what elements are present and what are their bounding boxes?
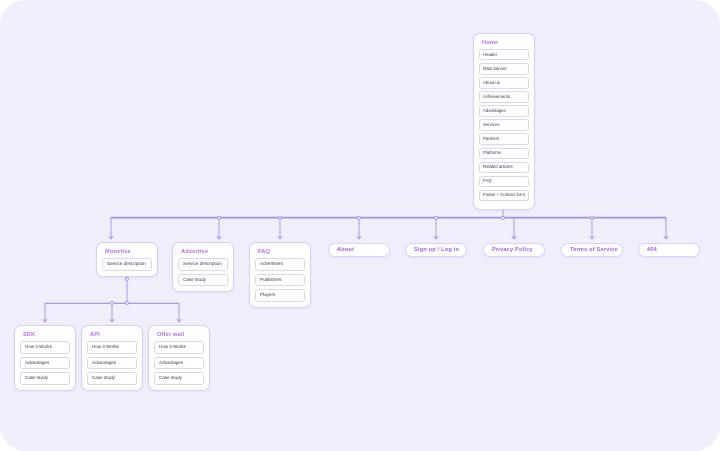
node-signup-login-label: Sign up / Log in bbox=[414, 247, 460, 253]
node-monetise-title: Monetise bbox=[105, 249, 131, 255]
list-item[interactable]: Services bbox=[479, 119, 529, 131]
node-monetise[interactable]: Monetise Service description bbox=[96, 242, 158, 277]
node-advertise-title: Advertise bbox=[181, 249, 209, 255]
node-api[interactable]: API How it Works Advantages Case study bbox=[81, 325, 143, 391]
list-item[interactable]: Achievements bbox=[479, 91, 529, 103]
node-home-title: Home bbox=[482, 40, 499, 46]
list-item[interactable]: Publishers bbox=[255, 273, 305, 287]
node-terms-of-service[interactable]: Terms of Service bbox=[561, 243, 623, 257]
list-item[interactable]: FAQ bbox=[479, 175, 529, 188]
node-offer-wall[interactable]: Offer wall How it Works Advantages Case … bbox=[148, 325, 210, 391]
node-signup-login[interactable]: Sign up / Log in bbox=[405, 243, 467, 257]
list-item[interactable]: Advertisers bbox=[255, 258, 305, 271]
node-404-label: 404 bbox=[647, 247, 657, 253]
node-home[interactable]: Home Header Main banner About us Achieve… bbox=[473, 33, 535, 210]
list-item[interactable]: Advantages bbox=[20, 356, 70, 370]
list-item[interactable]: About us bbox=[479, 77, 529, 89]
list-item[interactable]: Service description bbox=[102, 258, 152, 271]
list-item[interactable]: Case study bbox=[154, 372, 204, 385]
list-item[interactable]: Service description bbox=[178, 258, 228, 271]
list-item[interactable]: Advantages bbox=[154, 356, 204, 370]
list-item[interactable]: Footer + Contact form bbox=[479, 189, 529, 202]
node-terms-of-service-label: Terms of Service bbox=[570, 247, 618, 253]
list-item[interactable]: Main banner bbox=[479, 63, 529, 75]
list-item[interactable]: Case study bbox=[87, 372, 137, 385]
list-item[interactable]: Partners bbox=[479, 133, 529, 145]
list-item[interactable]: Advantages bbox=[87, 356, 137, 370]
node-404[interactable]: 404 bbox=[638, 243, 700, 257]
list-item[interactable]: Case study bbox=[178, 273, 228, 287]
node-about-label: About bbox=[337, 247, 355, 253]
list-item[interactable]: How it Works bbox=[20, 341, 70, 354]
node-faq[interactable]: FAQ Advertisers Publishers Players bbox=[249, 242, 311, 308]
list-item[interactable]: Platforms bbox=[479, 147, 529, 160]
node-faq-title: FAQ bbox=[258, 249, 271, 255]
list-item[interactable]: Players bbox=[255, 289, 305, 302]
node-privacy-policy[interactable]: Privacy Policy bbox=[483, 243, 545, 257]
node-sdk-title: SDK bbox=[23, 332, 36, 338]
list-item[interactable]: Advantages bbox=[479, 105, 529, 117]
node-sdk[interactable]: SDK How it Works Advantages Case study bbox=[14, 325, 76, 391]
list-item[interactable]: Header bbox=[479, 49, 529, 61]
node-advertise[interactable]: Advertise Service description Case study bbox=[172, 242, 234, 293]
list-item[interactable]: How it Works bbox=[154, 341, 204, 354]
node-about[interactable]: About bbox=[328, 243, 390, 257]
list-item[interactable]: Case study bbox=[20, 372, 70, 385]
node-privacy-policy-label: Privacy Policy bbox=[492, 247, 533, 253]
node-api-title: API bbox=[90, 332, 100, 338]
list-item[interactable]: Related articles bbox=[479, 161, 529, 174]
node-offer-wall-title: Offer wall bbox=[157, 332, 185, 338]
list-item[interactable]: How it Works bbox=[87, 341, 137, 354]
